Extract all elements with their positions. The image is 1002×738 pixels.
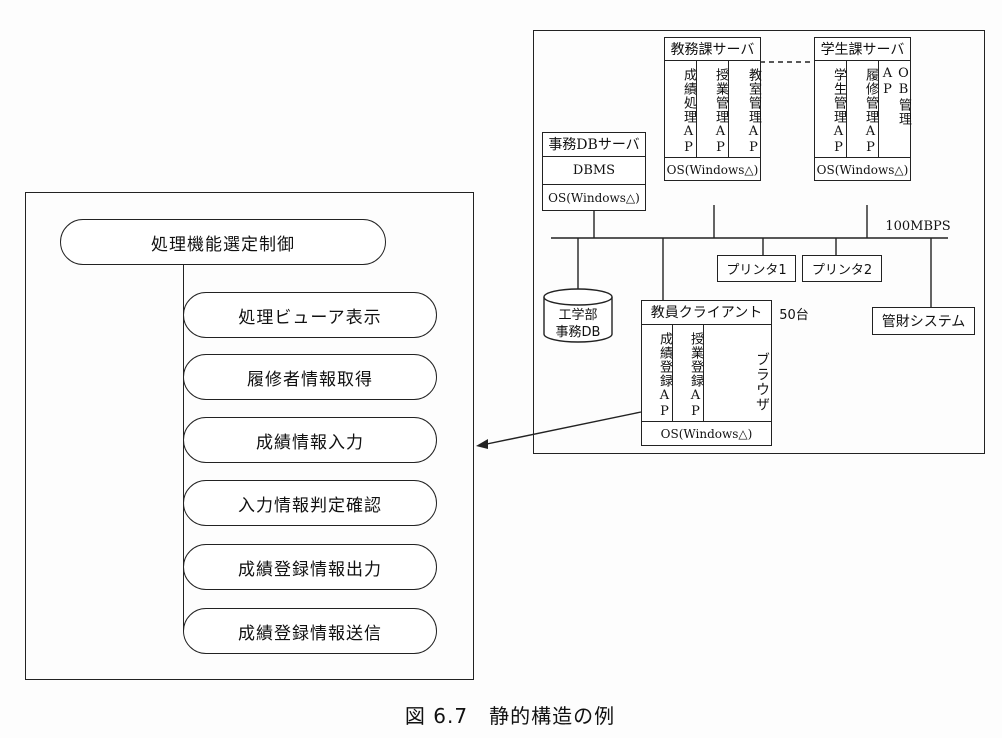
jimu-db-server-title: 事務DBサーバ bbox=[542, 132, 646, 157]
process-item-viewer[interactable]: 処理ビューア表示 bbox=[183, 292, 437, 338]
gakusei-server-body bbox=[814, 60, 911, 181]
kyomu-server-os: OS(Windows△) bbox=[664, 157, 761, 181]
process-item-grade-send[interactable]: 成績登録情報送信 bbox=[183, 608, 437, 654]
left-panel-frame bbox=[25, 192, 474, 680]
header-process-control[interactable]: 処理機能選定制御 bbox=[60, 219, 386, 265]
bandwidth-label: 100MBPS bbox=[885, 218, 951, 234]
database-label-line1: 工学部 bbox=[558, 308, 598, 323]
kyomu-app-room: 教室管理AP bbox=[746, 67, 761, 156]
figure-caption: 図 6.7 静的構造の例 bbox=[404, 704, 616, 728]
gakusei-server-os: OS(Windows△) bbox=[814, 157, 911, 181]
kyomu-server-body bbox=[664, 60, 761, 181]
gakusei-server-title[interactable]: 学生課サーバ bbox=[814, 37, 911, 61]
process-item-grade-input[interactable]: 成績情報入力 bbox=[183, 417, 437, 463]
kanzai-system[interactable]: 管財システム bbox=[872, 307, 975, 335]
client-browser: ブラウザ bbox=[754, 352, 770, 412]
jimu-db-server[interactable] bbox=[542, 132, 646, 211]
jimu-db-server-os: OS(Windows△) bbox=[542, 184, 646, 211]
gakusei-app-ob: OB管理AP bbox=[880, 66, 911, 126]
kyomu-server-title[interactable]: 教務課サーバ bbox=[664, 37, 761, 61]
process-item-student-info[interactable]: 履修者情報取得 bbox=[183, 354, 437, 400]
jimu-db-server-dbms: DBMS bbox=[572, 163, 616, 178]
network-panel-frame bbox=[533, 30, 985, 454]
database-label: 工学部 事務DB bbox=[544, 307, 612, 341]
kyomu-app-class: 授業管理AP bbox=[697, 60, 729, 157]
client-to-grade-input-arrow bbox=[481, 411, 642, 446]
gakusei-app-student: 学生管理AP bbox=[815, 60, 847, 157]
gakusei-app-course: 履修管理AP bbox=[847, 60, 879, 157]
client-count: 50台 bbox=[779, 307, 809, 323]
process-item-input-validation[interactable]: 入力情報判定確認 bbox=[183, 480, 437, 526]
teacher-client-os: OS(Windows△) bbox=[641, 421, 772, 446]
client-app-grade: 成績登録AP bbox=[642, 325, 673, 421]
process-item-grade-output[interactable]: 成績登録情報出力 bbox=[183, 544, 437, 590]
printer-2[interactable]: プリンタ2 bbox=[802, 255, 882, 282]
printer-1[interactable]: プリンタ1 bbox=[717, 255, 796, 282]
database-label-line2: 事務DB bbox=[555, 325, 601, 340]
database-cylinder bbox=[543, 288, 613, 343]
client-app-class: 授業登録AP bbox=[673, 325, 704, 421]
arrow-head bbox=[476, 439, 488, 449]
teacher-client-title: 教員クライアント bbox=[641, 300, 772, 325]
kyomu-app-grade: 成績処理AP bbox=[665, 60, 697, 157]
